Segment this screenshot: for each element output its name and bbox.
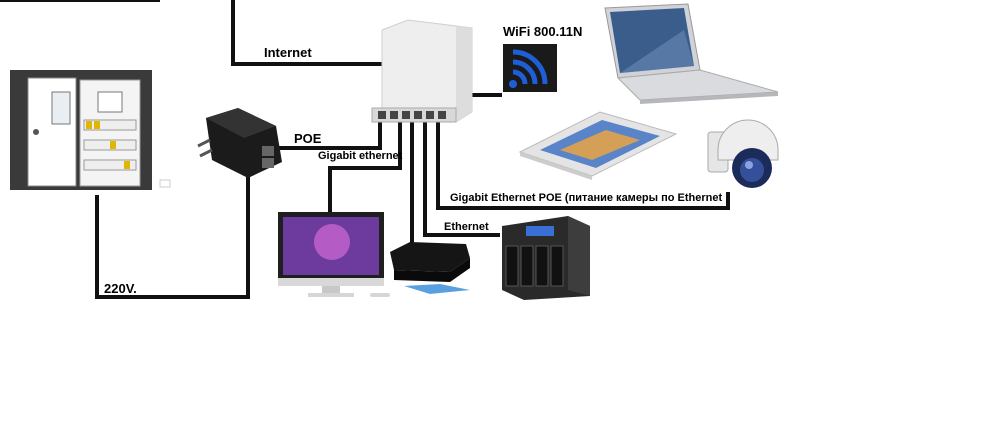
tablet-icon: [518, 111, 678, 180]
laptop-icon: [604, 3, 779, 104]
ip-camera-icon: [707, 119, 779, 188]
poe-adapter-icon: [197, 108, 282, 178]
power-wire: [95, 170, 250, 299]
printer-icon: [390, 242, 470, 294]
router-icon: [371, 19, 473, 123]
wifi-icon: [503, 44, 557, 92]
gigabit-wire: [328, 118, 402, 212]
label-poe: POE: [294, 131, 322, 146]
wires: [95, 0, 730, 299]
camera-poe-wire: [436, 118, 730, 210]
label-gigabit-ethernet: Gigabit ethernet: [318, 150, 403, 162]
electrical-panel-icon: [10, 70, 171, 190]
ethernet-wire: [423, 118, 500, 237]
internet-wire: [231, 0, 382, 66]
label-220v: 220V.: [104, 281, 137, 296]
label-ethernet: Ethernet: [444, 221, 489, 233]
label-gigabit-ethernet-poe: Gigabit Ethernet POE (питание камеры по …: [450, 192, 723, 204]
label-internet: Internet: [264, 45, 312, 60]
label-wifi: WiFi 800.11N: [503, 24, 583, 39]
nas-storage-icon: [502, 216, 590, 300]
poe-wire: [278, 118, 382, 150]
desktop-monitor-icon: [278, 212, 390, 297]
